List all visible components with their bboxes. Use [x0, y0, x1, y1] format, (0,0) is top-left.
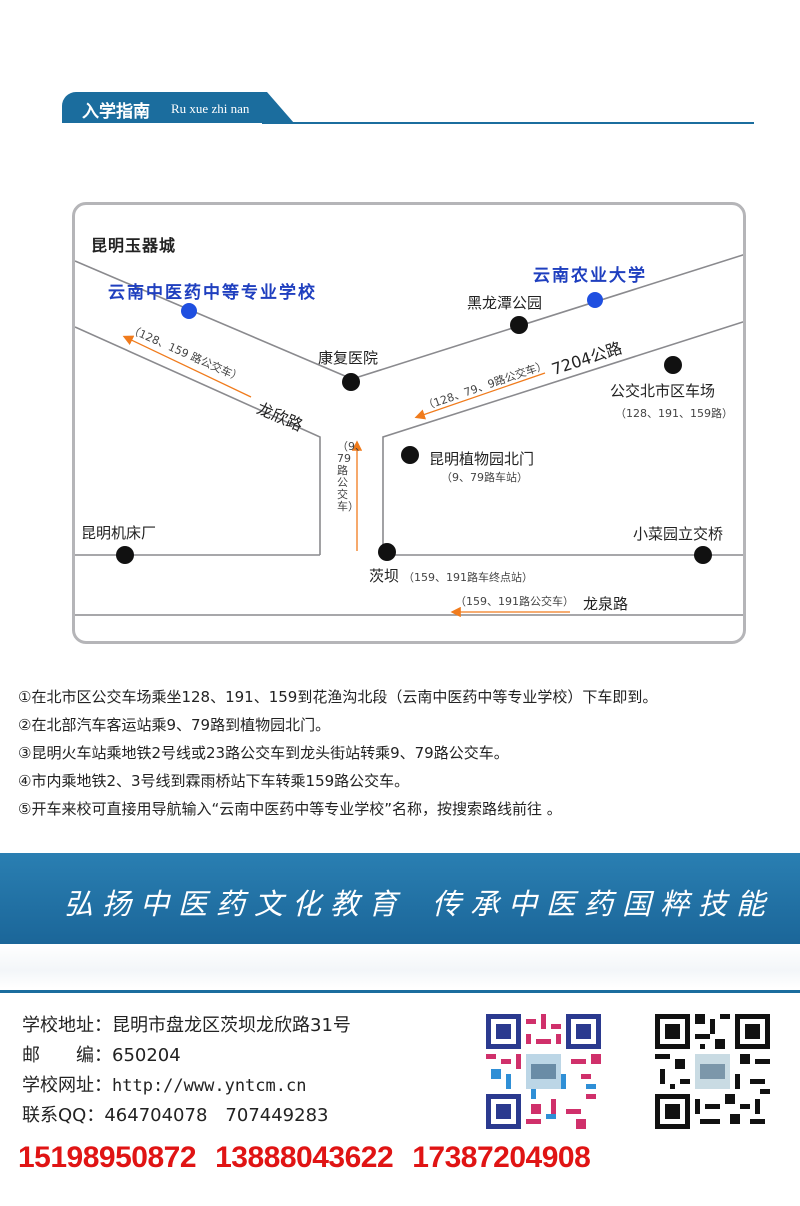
qq-row: 联系QQ：464704078 707449283	[22, 1101, 351, 1131]
maoba-marker	[378, 543, 396, 561]
slogan-left: 弘扬中医药文化教育	[64, 887, 407, 921]
slogan-banner: 弘扬中医药文化教育 传承中医药国粹技能	[0, 853, 800, 944]
header-title: 入学指南	[82, 102, 150, 122]
longquan-road-label: 龙泉路	[583, 595, 629, 613]
maoba-bus-label: （159、191路车终点站）	[403, 571, 533, 584]
route-item: ④市内乘地铁2、3号线到霖雨桥站下车转乘159路公交车。	[18, 772, 410, 790]
road-lower-right	[382, 321, 743, 555]
heilongtan-label: 黑龙潭公园	[467, 294, 543, 312]
address-value: 昆明市盘龙区茨坝龙欣路31号	[112, 1015, 351, 1036]
jichuang-label: 昆明机床厂	[81, 524, 157, 542]
zhiwuyuan-label: 昆明植物园北门	[429, 450, 535, 468]
road-upper-right	[351, 254, 743, 380]
route-item: ①在北市区公交车场乘坐128、191、159到花渔沟北段（云南中医药中等专业学校…	[18, 688, 658, 706]
xiaocaiyuan-label: 小菜园立交桥	[633, 525, 724, 543]
road-lower-left	[75, 326, 321, 555]
slogan-right: 传承中医药国粹技能	[432, 887, 775, 921]
bus-arrow-right	[414, 372, 546, 420]
website-row: 学校网址：http://www.yntcm.cn	[22, 1071, 351, 1101]
address-row: 学校地址：昆明市盘龙区茨坝龙欣路31号	[22, 1011, 351, 1041]
address-label: 学校地址：	[22, 1015, 112, 1036]
bus-route-vertical: （9、79路公交车）	[337, 440, 366, 513]
gongjiao-bus-label: （128、191、159路）	[615, 407, 733, 420]
website-link[interactable]: http://www.yntcm.cn	[112, 1076, 307, 1096]
header-tab	[62, 92, 294, 123]
website-label: 学校网址：	[22, 1075, 112, 1096]
section-header: 入学指南 Ru xue zhi nan	[62, 92, 754, 126]
route-instructions: ①在北市区公交车场乘坐128、191、159到花渔沟北段（云南中医药中等专业学校…	[18, 683, 798, 823]
route-item: ③昆明火车站乘地铁2号线或23路公交车到龙头街站转乘9、79路公交车。	[18, 744, 509, 762]
route-item: ②在北部汽车客运站乘9、79路到植物园北门。	[18, 716, 331, 734]
phone-number[interactable]: 13888043622	[215, 1141, 394, 1174]
qr-code-black[interactable]	[655, 1014, 770, 1129]
qr-code-colored[interactable]	[486, 1014, 601, 1129]
zhiwuyuan-bus-label: （9、79路车站）	[441, 471, 528, 484]
road-upper-left	[75, 260, 353, 380]
route-map: 昆明玉器城 云南中医药中等专业学校 云南农业大学 黑龙潭公园 康复医院 公交北市…	[72, 202, 746, 644]
footer-divider	[0, 990, 800, 993]
kangfu-label: 康复医院	[318, 349, 379, 367]
gongjiao-label: 公交北市区车场	[610, 382, 716, 400]
route-item: ⑤开车来校可直接用导航输入“云南中医药中等专业学校”名称，按搜索路线前往 。	[18, 800, 562, 818]
school-label: 云南中医药中等专业学校	[108, 283, 317, 303]
zip-row: 邮 编：650204	[22, 1041, 351, 1071]
city-label: 昆明玉器城	[91, 236, 177, 255]
xiaocaiyuan-marker	[694, 546, 712, 564]
gongjiao-marker	[664, 356, 682, 374]
zhiwuyuan-marker	[401, 446, 419, 464]
university-label: 云南农业大学	[533, 266, 647, 286]
qq-value: 464704078 707449283	[104, 1105, 329, 1126]
heilongtan-marker	[510, 316, 528, 334]
zip-value: 650204	[112, 1045, 181, 1066]
kangfu-marker	[342, 373, 360, 391]
phone-number[interactable]: 15198950872	[18, 1141, 197, 1174]
phone-number[interactable]: 17387204908	[412, 1141, 591, 1174]
header-subtitle: Ru xue zhi nan	[171, 101, 250, 116]
phone-numbers: 15198950872 13888043622 17387204908	[18, 1141, 604, 1175]
qq-label: 联系QQ：	[22, 1105, 105, 1126]
map-roads	[75, 254, 743, 618]
zip-label: 邮 编：	[22, 1045, 112, 1066]
bus-arrow-left	[122, 335, 252, 398]
banner-shadow	[0, 944, 800, 988]
header-divider	[262, 122, 754, 124]
contact-info: 学校地址：昆明市盘龙区茨坝龙欣路31号 邮 编：650204 学校网址：http…	[22, 1011, 351, 1131]
bus-route-bottom: （159、191路公交车）	[455, 595, 574, 608]
jichuang-marker	[116, 546, 134, 564]
maoba-label: 茨坝	[369, 567, 400, 585]
school-marker	[181, 303, 197, 319]
university-marker	[587, 292, 603, 308]
